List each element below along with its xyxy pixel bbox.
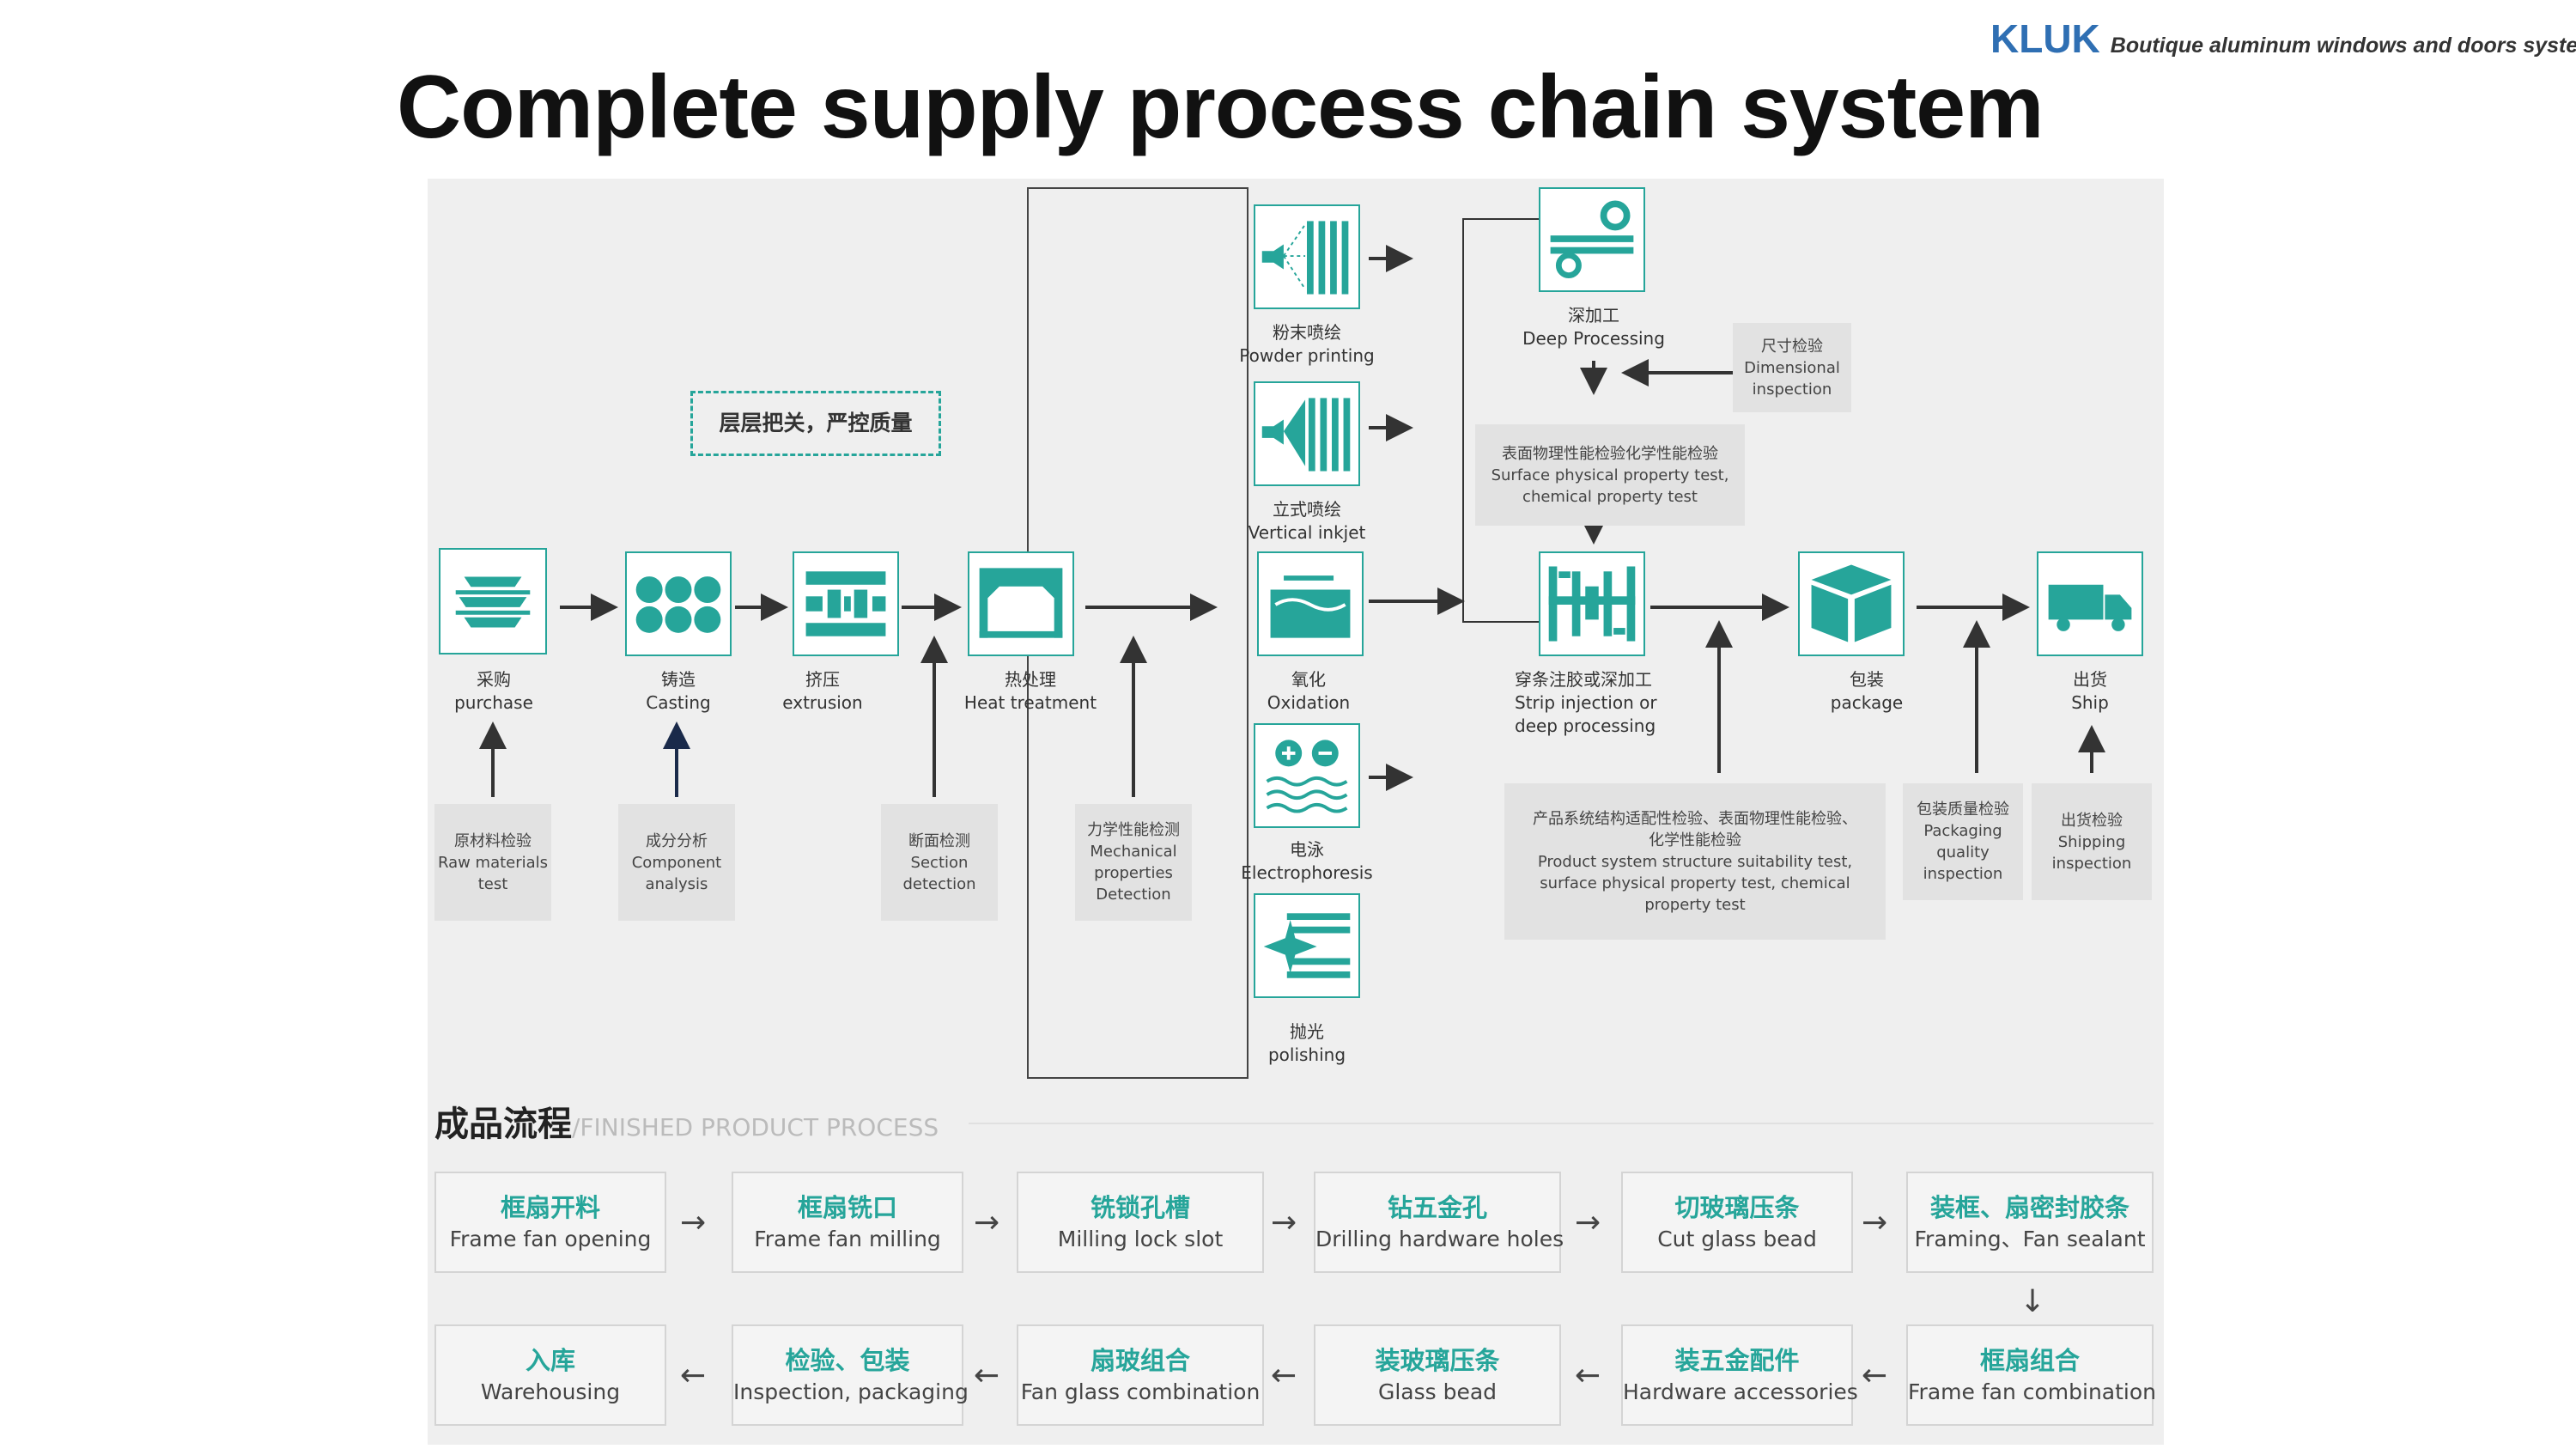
finished-process-heading: 成品流程/FINISHED PRODUCT PROCESS [434,1096,939,1146]
step-arrow-right: → [680,1205,707,1240]
electrophoresis-icon [1266,740,1348,813]
brand-logo: KLUK [1990,16,2100,61]
step-arrow-right: → [1575,1205,1601,1240]
vertical-spray-icon [1261,398,1351,472]
billets-icon [635,576,721,633]
finished-heading-en: /FINISHED PRODUCT PROCESS [572,1113,939,1142]
vertical-inkjet-node [1254,381,1360,486]
electrophoresis-node [1254,723,1360,828]
step-arrow-left: ← [1575,1358,1601,1393]
package-node [1798,551,1905,656]
step-arrow-left: ← [1862,1358,1888,1393]
deep-processing-node [1539,187,1645,292]
step-arrow-left: ← [974,1358,1000,1393]
thermal-break-profile-icon [1548,566,1636,642]
step-arrow-right: → [974,1205,1000,1240]
brand-tagline: Boutique aluminum windows and doors syst… [2110,33,2576,58]
step-arrow-right: → [1862,1205,1888,1240]
furnace-icon [979,568,1063,638]
heat-treatment-node [968,551,1074,656]
ingot-stack-icon [455,576,531,628]
step-arrow-left: ← [1271,1358,1297,1393]
polishing-icon [1263,913,1351,978]
step-arrow-right: → [1271,1205,1297,1240]
polishing-node [1254,893,1360,998]
oxidation-node [1257,551,1364,656]
oxidation-tank-icon [1270,575,1351,638]
extrusion-die-icon [805,571,886,636]
brand-header: KLUK Boutique aluminum windows and doors … [1990,15,2576,62]
powder-printing-node [1254,204,1360,309]
quality-slogan: 层层把关，严控质量 [690,391,941,456]
cnc-cutting-icon [1550,200,1634,278]
ship-node [2037,551,2143,656]
purchase-node [439,548,547,654]
package-box-icon [1811,564,1892,642]
strip-injection-node [1539,551,1645,656]
step-arrow-down: ↓ [2020,1284,2046,1319]
page-title: Complete supply process chain system [397,58,2044,157]
heading-divider [969,1123,2154,1124]
finished-heading-zh: 成品流程 [434,1105,572,1144]
casting-node [625,551,732,656]
step-arrow-left: ← [680,1358,707,1393]
truck-icon [2048,584,2132,631]
powder-spray-icon [1261,221,1349,295]
extrusion-node [793,551,899,656]
